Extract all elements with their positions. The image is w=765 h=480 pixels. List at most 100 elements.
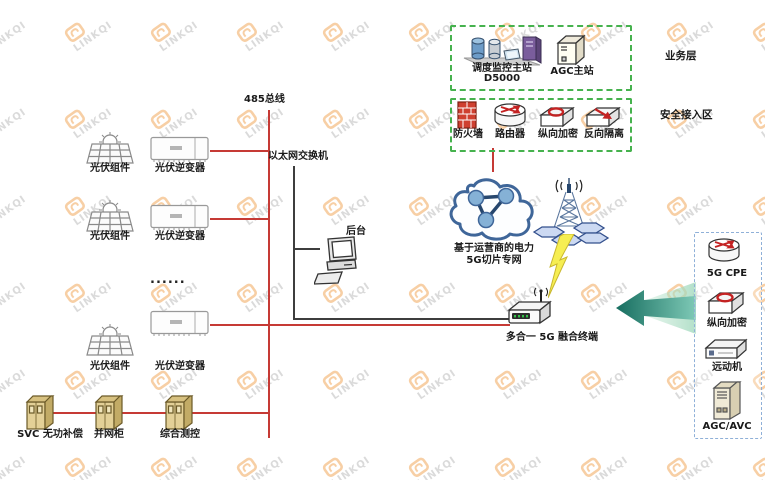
grid-cabinet-label: 并网柜: [94, 429, 124, 440]
scada-station-label: 调度监控主站: [472, 63, 532, 74]
watermark-logo: LINKQI: [0, 106, 29, 142]
reverse-isolation-label: 反向隔离: [584, 129, 624, 140]
vertical-encrypt-label: 纵向加密: [538, 129, 578, 140]
security-zone-box: [450, 98, 632, 152]
inverter3-terminal-line: [210, 324, 510, 326]
ethernet-line: [293, 166, 295, 319]
watermark-logo: LINKQI: [320, 6, 372, 54]
backend-computer-icon: [314, 234, 362, 286]
rtu-label: 远动机: [712, 362, 742, 373]
grid-cabinet-icon: [93, 394, 125, 432]
watermark-logo: LINKQI: [320, 354, 372, 402]
5g-terminal-label: 多合一 5G 融合终端: [505, 332, 599, 343]
watermark-logo: LINKQI: [148, 441, 200, 480]
watermark-logo: LINKQI: [750, 93, 765, 141]
watermark-logo: LINKQI: [0, 454, 29, 480]
5g-cloud-label-line1: 基于运营商的电力: [454, 243, 534, 254]
measure-cabinet-icon: [163, 394, 195, 432]
scada-station-sublabel: D5000: [483, 73, 521, 84]
watermark-logo: LINKQI: [0, 193, 29, 229]
pv-inverter-label: 光伏逆变器: [155, 163, 205, 174]
watermark-logo: LINKQI: [148, 93, 200, 141]
station-equipment-box: [694, 232, 762, 439]
pv-inverter-label: 光伏逆变器: [155, 361, 205, 372]
watermark-logo: LINKQI: [406, 441, 458, 480]
bus-485-line: [268, 110, 270, 438]
watermark-logo: LINKQI: [148, 6, 200, 54]
watermark-logo: LINKQI: [406, 267, 458, 315]
watermark-logo: LINKQI: [664, 441, 716, 480]
measure-cabinet-label: 综合测控: [160, 429, 200, 440]
pv-inverter-icon: [150, 310, 210, 338]
watermark-logo: LINKQI: [234, 6, 286, 54]
watermark-logo: LINKQI: [750, 6, 765, 54]
firewall-icon: [457, 101, 477, 129]
watermark-logo: LINKQI: [492, 354, 544, 402]
watermark-logo: LINKQI: [664, 6, 716, 54]
ethernet-terminal-line: [293, 318, 510, 320]
vertical-encrypt-icon: [539, 105, 575, 130]
watermark-logo: LINKQI: [750, 441, 765, 480]
svc-label: SVC 无功补偿: [17, 429, 83, 440]
pv-inverter-label: 光伏逆变器: [155, 231, 205, 242]
agc-avc-icon: [711, 380, 743, 422]
bottom-bus-line: [38, 412, 268, 414]
rtu-icon: [704, 336, 748, 362]
lightning-bolt-icon: [548, 234, 576, 300]
watermark-logo: LINKQI: [0, 280, 29, 316]
ethernet-switch-label: 以太网交换机: [268, 151, 328, 162]
5g-terminal-icon: [504, 286, 556, 332]
pv-module-label: 光伏组件: [90, 163, 130, 174]
inverter1-link-line: [210, 150, 268, 152]
business-zone-label: 业务层: [665, 50, 697, 62]
security-cloud-line: [492, 148, 494, 172]
watermark-logo: LINKQI: [320, 441, 372, 480]
watermark-logo: LINKQI: [320, 180, 372, 228]
watermark-logo: LINKQI: [234, 267, 286, 315]
watermark-logo: LINKQI: [492, 441, 544, 480]
watermark-logo: LINKQI: [578, 441, 630, 480]
pv-module-label: 光伏组件: [90, 361, 130, 372]
watermark-logo: LINKQI: [406, 354, 458, 402]
watermark-logo: LINKQI: [234, 441, 286, 480]
station-encrypt-icon: [707, 290, 745, 317]
ellipsis-more-rows: ......: [150, 272, 186, 287]
security-zone-label: 安全接入区: [660, 109, 713, 121]
watermark-logo: LINKQI: [234, 180, 286, 228]
backend-label: 后台: [346, 226, 366, 237]
5g-cpe-icon: [707, 237, 741, 264]
5g-cloud-icon: [446, 168, 536, 242]
watermark-logo: LINKQI: [664, 180, 716, 228]
agc-master-label: AGC主站: [550, 66, 594, 77]
pv-module-icon: [84, 198, 136, 234]
watermark-logo: LINKQI: [62, 6, 114, 54]
watermark-logo: LINKQI: [0, 19, 29, 55]
left-arrow-icon: [614, 282, 696, 334]
pv-module-icon: [84, 322, 136, 358]
router-icon: [493, 102, 527, 129]
backend-link-line: [293, 248, 320, 250]
reverse-isolation-icon: [585, 105, 621, 130]
5g-cpe-label: 5G CPE: [706, 268, 748, 279]
watermark-logo: LINKQI: [62, 441, 114, 480]
watermark-logo: LINKQI: [234, 354, 286, 402]
watermark-logo: LINKQI: [750, 180, 765, 228]
router-label: 路由器: [495, 129, 525, 140]
station-encrypt-label: 纵向加密: [707, 318, 747, 329]
svc-cabinet-icon: [24, 394, 56, 432]
scada-station-icon: [460, 31, 546, 67]
watermark-logo: LINKQI: [62, 267, 114, 315]
pv-module-label: 光伏组件: [90, 231, 130, 242]
agc-master-icon: [554, 33, 590, 67]
business-zone-box: [450, 25, 632, 91]
inverter2-link-line: [210, 218, 268, 220]
pv-inverter-icon: [150, 136, 210, 164]
pv-inverter-icon: [150, 204, 210, 232]
firewall-label: 防火墙: [453, 129, 483, 140]
bus-485-label: 485总线: [244, 94, 285, 105]
5g-cloud-label-line2: 5G切片专网: [466, 255, 522, 266]
pv-module-icon: [84, 130, 136, 166]
agc-avc-label: AGC/AVC: [702, 421, 752, 432]
watermark-logo: LINKQI: [578, 354, 630, 402]
